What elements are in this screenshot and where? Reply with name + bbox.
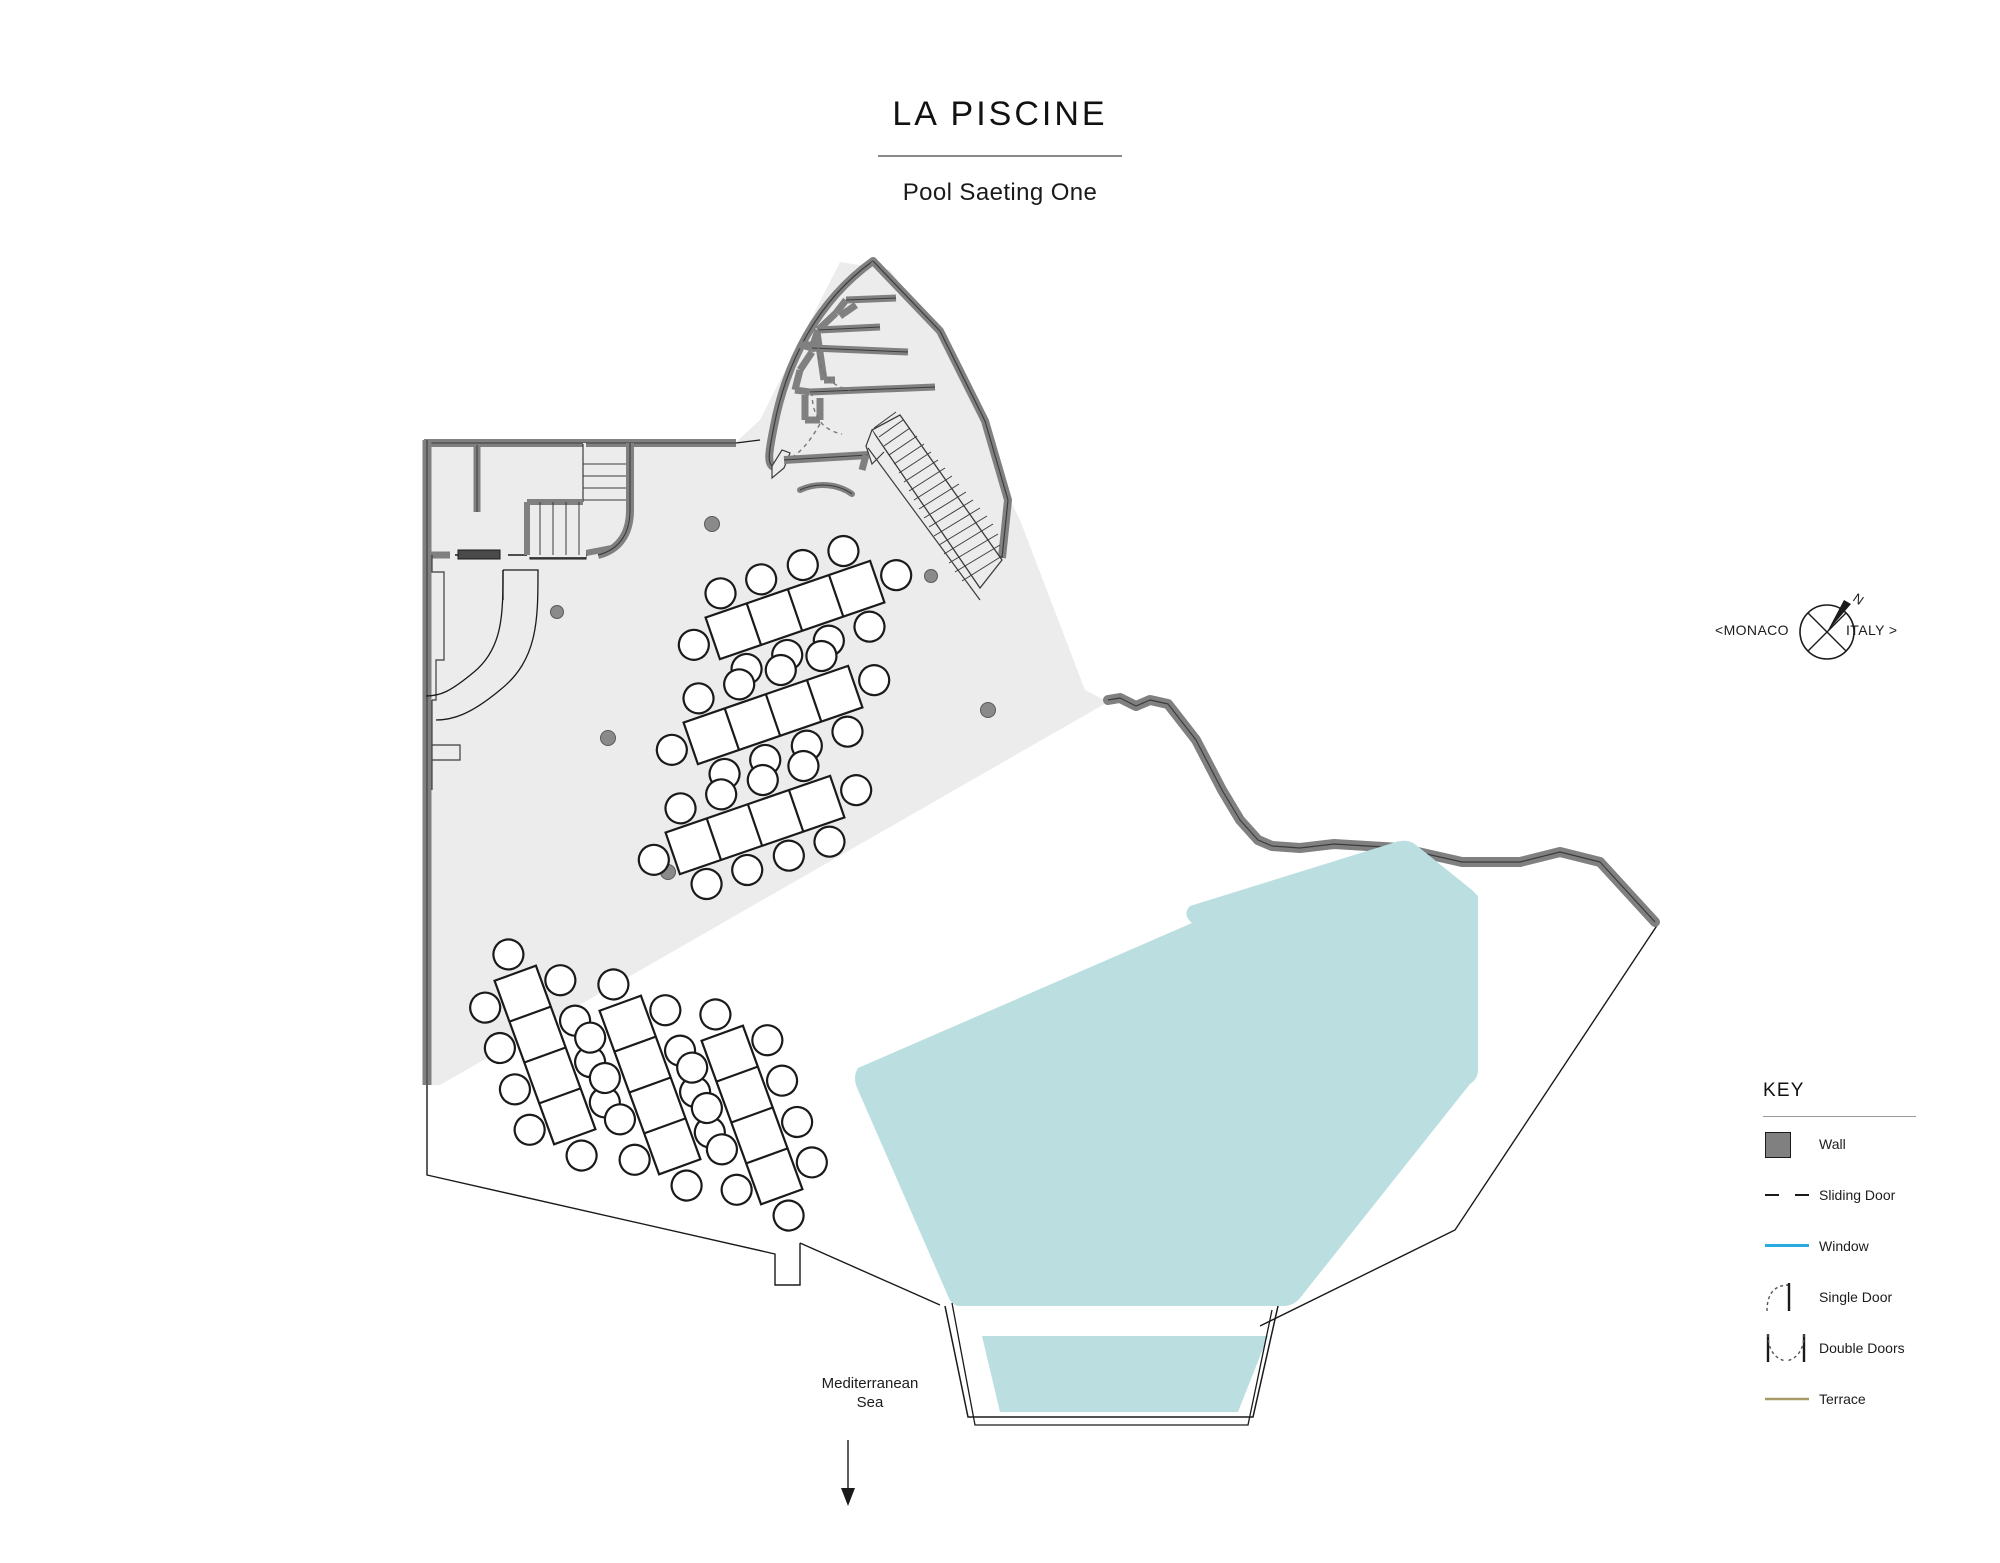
interior-stair (524, 443, 634, 559)
legend-label-double-doors: Double Doors (1819, 1340, 1905, 1356)
terrace-dining-tables (469, 938, 828, 1232)
main-stair (858, 411, 1003, 601)
compass-label-monaco: <MONACO (1715, 622, 1789, 638)
title-divider (878, 155, 1122, 158)
window-icon (1763, 1226, 1815, 1266)
double-doors-icon (1763, 1328, 1815, 1368)
indoor-dining-tables (637, 534, 913, 901)
compass-label-italy: ITALY > (1846, 622, 1898, 638)
legend-item-terrace: Terrace (1763, 1375, 1973, 1423)
wall-swatch-icon (1763, 1124, 1815, 1164)
sliding-door-icon (1763, 1175, 1815, 1215)
legend-item-wall: Wall (1763, 1120, 1973, 1168)
legend-label-single-door: Single Door (1819, 1289, 1893, 1305)
legend-title: KEY (1763, 1080, 1805, 1101)
single-door-icon (1763, 1277, 1815, 1317)
legend-item-double-doors: Double Doors (1763, 1324, 1973, 1372)
legend-item-sliding-door: Sliding Door (1763, 1171, 1973, 1219)
page-subtitle: Pool Saeting One (902, 179, 1098, 207)
legend-panel: KEY Wall Sliding Door Window Single Door (1763, 1080, 1973, 1423)
bar-counter (425, 569, 539, 721)
title-block: LA PISCINE Pool Saeting One (0, 95, 2000, 207)
single-door-swing-arc-3 (777, 423, 821, 463)
page-title: LA PISCINE (892, 95, 1108, 133)
legend-label-wall: Wall (1819, 1136, 1846, 1152)
table-row (637, 749, 873, 901)
perimeter-wall (1103, 693, 1660, 927)
legend-divider (1763, 1116, 1916, 1117)
columns (550, 516, 996, 880)
legend-item-window: Window (1763, 1222, 1973, 1270)
compass-block: <MONACO ITALY > (1715, 598, 1915, 668)
entrance-pavilion (765, 257, 1012, 601)
terrace-icon (1763, 1379, 1815, 1419)
sea-annotation: Mediterranean Sea (760, 1375, 980, 1413)
hall-walls (422, 439, 855, 1085)
sea-label: Mediterranean Sea (821, 1375, 919, 1411)
legend-label-sliding-door: Sliding Door (1819, 1187, 1896, 1203)
single-door-swing-arc-2 (811, 391, 843, 435)
legend-label-terrace: Terrace (1819, 1391, 1866, 1407)
legend-label-window: Window (1819, 1238, 1869, 1254)
sea-direction-arrow (841, 1440, 855, 1506)
pool (855, 840, 1478, 1426)
legend-item-single-door: Single Door (1763, 1273, 1973, 1321)
table-row (676, 998, 828, 1232)
table-row (655, 639, 891, 791)
